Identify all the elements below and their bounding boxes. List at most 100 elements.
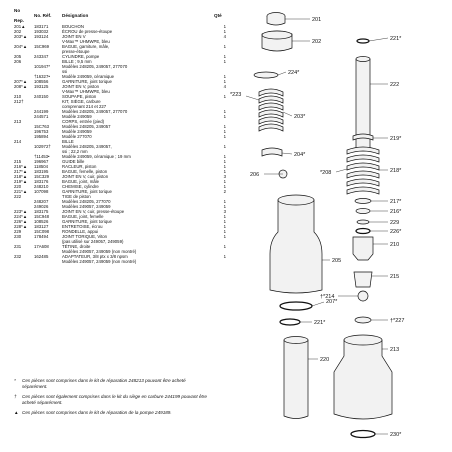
cell-designation: Modèle 249059 [62,129,92,134]
cell-designation: comprenant 214 et 227 [62,104,107,109]
cell-ref: 107098 [34,189,49,194]
part-202-nut-top [261,30,293,40]
table-row: Modèles 249057, 249059 (non montré) [14,259,226,264]
cell-designation: ADAPTATEUR, 3/8 ptx x 3/8 npsm [62,254,128,259]
part-210-valve [352,236,374,261]
cell-designation: presse-étoupe [62,49,90,54]
header-designation: Désignation [62,13,89,18]
cell-rep: 230 [14,234,22,239]
callout-221-lower: 221* [314,320,326,326]
cell-rep: 216*▲ [14,164,28,169]
cell-qty: 1 [223,44,226,49]
cell-designation: JOINT EN V, cuir, presse-étoupe [62,209,125,214]
callout-207: 207* [326,299,338,305]
cell-designation: Modèles 248205, 249057 [62,124,111,129]
callout-215: 215 [390,274,399,280]
cell-rep: 201▲ [14,24,26,29]
table-row: ssi ; 22,2 mm [14,149,226,154]
cell-qty: 3 [223,209,226,214]
callout-224: 224* [288,70,300,76]
cell-qty: 1 [223,114,226,119]
cell-designation: GUIDE bille [62,159,85,164]
cell-ref: 108526 [34,219,49,224]
callout-220: 220 [320,357,329,363]
cell-qty: 1 [223,124,226,129]
note-text: Ces pièces sont comprises dans le kit de… [22,410,172,416]
part-221-oring-top [356,38,370,44]
part-226-oring [355,227,371,235]
cell-ref: 248207 [34,199,49,204]
callout-230: 230* [390,432,402,438]
leader-lines [245,18,389,435]
callout-223: *223 [230,92,241,98]
cell-designation: JOINT EN V [62,34,86,39]
table-row: ssi [14,69,226,74]
cell-rep: 204*▲ [14,44,28,49]
cell-designation: CYLINDRE, pompe [62,54,100,59]
cell-qty: 1 [223,214,226,219]
cell-qty: 1 [223,229,226,234]
callout-203: 203* [294,114,306,120]
cell-designation: Modèle 249059, céramique [62,74,115,79]
cell-rep: 229 [14,229,22,234]
cell-designation: Modèles 249057, 249059 (non montré) [62,249,137,254]
cell-rep: 212† [14,99,24,104]
exploded-view-svg: 201 202 221* 224* 222 *223 203* 219* 204… [230,12,404,439]
cell-rep: 217*▲ [14,169,28,174]
cell-designation: Modèles 249057, 249059 (non montré) [62,259,137,264]
callout-204: 204* [294,152,306,158]
cell-ref: 15C098 [34,229,50,234]
part-217-ring [354,198,372,204]
callout-213: 213 [390,347,399,353]
cell-rep: 219*▲ [14,179,28,184]
note-text: Ces pièces sont comprises dans le kit de… [22,378,186,389]
part-222-rod-top [355,56,371,62]
cell-ref [34,259,62,264]
callout-219: 219* [390,136,402,142]
cell-rep: 203*▲ [14,34,28,39]
cell-ref: 108556 [34,79,49,84]
part-204-gland [261,147,283,157]
callout-214: †*214 [320,294,334,300]
part-220-sleeve-top [283,336,309,344]
cell-rep: 232 [14,254,22,259]
cell-rep: 228*▲ [14,224,28,229]
cell-qty: 1 [223,74,226,79]
cell-qty: 4 [223,84,226,89]
cell-ref: 193124 [34,34,49,39]
part-216-wiper [355,208,371,214]
cell-ref: 249026 [34,204,49,209]
cell-ref: †11453• [34,154,50,159]
table-row: V-Max™ UHMWPE, bleu [14,39,226,44]
cell-qty: 1 [223,29,226,34]
cell-ref: 15C329 [34,174,50,179]
cell-designation: TÉTINE, droite [62,244,91,249]
cell-qty: 1 [223,219,226,224]
cell-ref: 178494 [34,234,49,239]
part-201-cap-body [266,16,286,26]
notes: *Ces pièces sont comprises dans le kit d… [14,378,209,421]
cell-qty: 1 [223,144,226,149]
cell-ref: 183127 [34,224,49,229]
cell-rep: 208*▲ [14,84,28,89]
cell-ref: 15C763 [34,124,50,129]
cell-designation: CORPS, entrée (pied) [62,119,105,124]
table-row: presse-étoupe [14,49,226,54]
cell-ref: 248210 [34,184,49,189]
